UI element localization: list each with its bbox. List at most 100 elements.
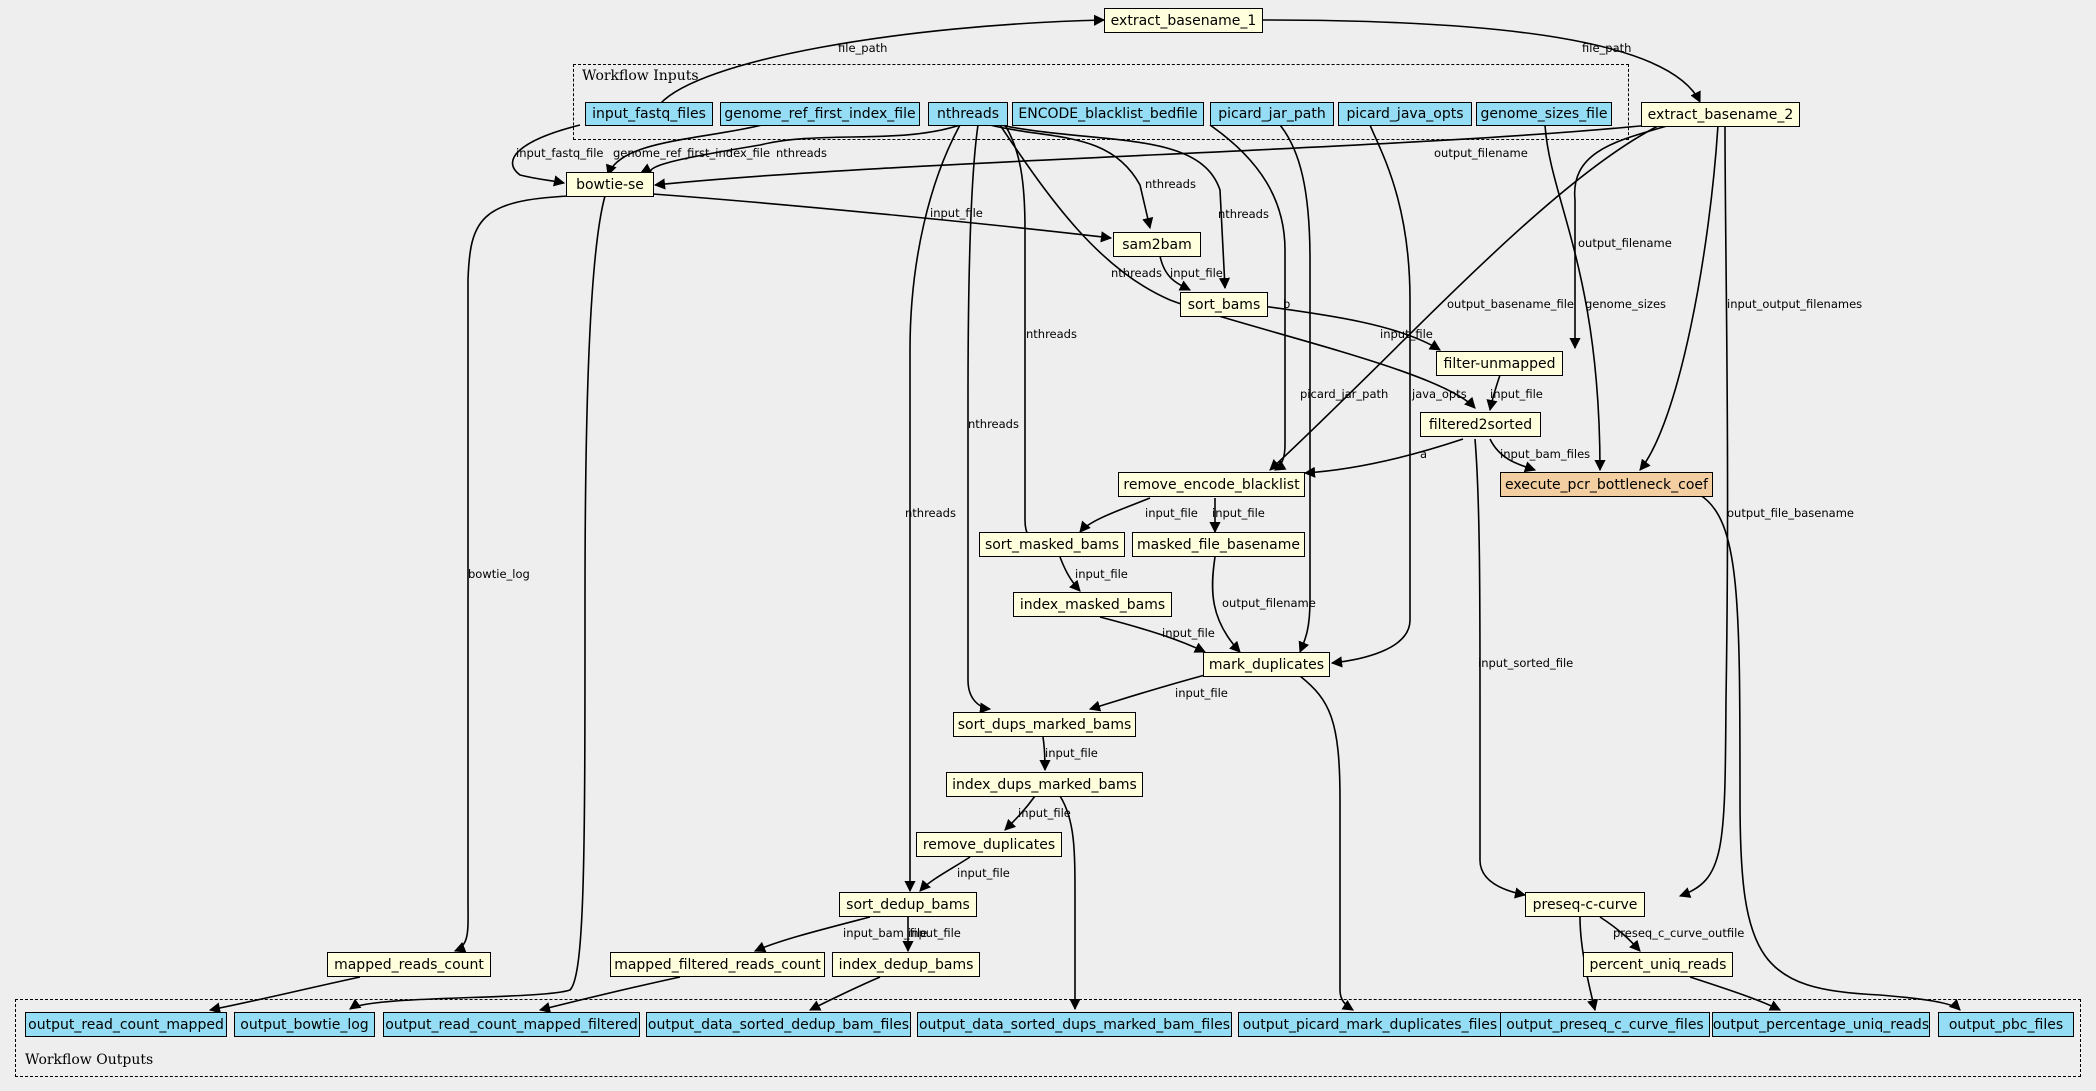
index-dups-marked-bams-node[interactable]: index_dups_marked_bams xyxy=(946,772,1143,797)
edge-label: input_file xyxy=(1145,506,1198,520)
edge-label: bowtie_log xyxy=(468,567,530,581)
edge-label: nthreads xyxy=(905,506,956,520)
mapped-filtered-reads-count-node[interactable]: mapped_filtered_reads_count xyxy=(610,952,825,977)
edge-nthreads-to-filtered2sorted xyxy=(999,124,1476,409)
edge-nthreads-to-sortbams xyxy=(999,124,1231,290)
extract-basename-2-node[interactable]: extract_basename_2 xyxy=(1641,102,1800,127)
workflow-inputs-cluster xyxy=(573,64,1629,140)
edge-nthreads-to-sortdups xyxy=(967,124,992,714)
edge-label-group: file_path file_path input_fastq_file gen… xyxy=(468,41,1862,940)
edge-extract2-to-pcr xyxy=(1639,124,1719,471)
edge-label: input_file xyxy=(1175,686,1228,700)
edge-label: nthreads xyxy=(1218,207,1269,221)
edge-bowtie-to-mapped-count xyxy=(453,195,571,953)
index-masked-bams-node[interactable]: index_masked_bams xyxy=(1013,592,1172,617)
edge-filtered2sorted-to-pcr xyxy=(1489,438,1537,473)
preseq-c-curve-node[interactable]: preseq-c-curve xyxy=(1525,892,1645,917)
edge-label: nthreads xyxy=(1145,177,1196,191)
edge-filtered2sorted-to-blacklist xyxy=(1303,438,1464,478)
edge-label: b xyxy=(1283,297,1290,311)
edge-filter-to-filtered2sorted xyxy=(1486,374,1501,412)
edge-picardjar-to-markdups xyxy=(1279,124,1311,654)
edge-nthreads-to-sam2bam xyxy=(989,124,1154,230)
picard-java-opts-node[interactable]: picard_java_opts xyxy=(1338,102,1472,126)
input-fastq-files-node[interactable]: input_fastq_files xyxy=(585,102,713,126)
edge-label: input_file xyxy=(1162,626,1215,640)
execute-pcr-bottleneck-coef-node[interactable]: execute_pcr_bottleneck_coef xyxy=(1500,472,1713,497)
index-dedup-bams-node[interactable]: index_dedup_bams xyxy=(832,952,980,977)
output-bowtie-log-node[interactable]: output_bowtie_log xyxy=(234,1012,375,1037)
edge-encode-to-blacklist xyxy=(1209,124,1287,471)
edge-bowtie-to-sam2bam xyxy=(652,193,1113,243)
sort-dups-marked-bams-node[interactable]: sort_dups_marked_bams xyxy=(953,712,1136,737)
edge-extract2-to-bowtie xyxy=(653,124,1651,190)
edge-removedups-to-sortdedup xyxy=(919,856,971,892)
edge-markdups-to-sortdups xyxy=(1088,674,1206,712)
edge-label: input_output_filenames xyxy=(1727,297,1862,311)
edge-label: input_file xyxy=(1212,506,1265,520)
mapped-reads-count-node[interactable]: mapped_reads_count xyxy=(327,952,491,977)
edge-blacklist-to-sortmasked xyxy=(1079,497,1151,533)
output-percentage-uniq-reads-node[interactable]: output_percentage_uniq_reads xyxy=(1712,1012,1930,1037)
edge-bowtie-to-bowtie-log xyxy=(349,195,606,1010)
masked-file-basename-node[interactable]: masked_file_basename xyxy=(1132,532,1305,557)
edge-label: nthreads xyxy=(1111,266,1162,280)
edge-label: a xyxy=(1420,447,1427,461)
edge-label: java_opts xyxy=(1411,387,1467,401)
sort-dedup-bams-node[interactable]: sort_dedup_bams xyxy=(839,892,977,917)
percent-uniq-reads-node[interactable]: percent_uniq_reads xyxy=(1583,952,1733,977)
sort-masked-bams-node[interactable]: sort_masked_bams xyxy=(979,532,1125,557)
edge-label: input_file xyxy=(1170,266,1223,280)
edge-label: nthreads xyxy=(776,146,827,160)
edge-indexdups-to-dupsout xyxy=(1059,795,1081,1011)
output-read-count-mapped-node[interactable]: output_read_count_mapped xyxy=(25,1012,227,1037)
extract-basename-1-node[interactable]: extract_basename_1 xyxy=(1104,8,1263,33)
edge-label: output_filename xyxy=(1222,596,1316,610)
remove-duplicates-node[interactable]: remove_duplicates xyxy=(916,832,1062,857)
picard-jar-path-node[interactable]: picard_jar_path xyxy=(1210,102,1334,126)
edge-label: nthreads xyxy=(1026,327,1077,341)
sort-bams-node[interactable]: sort_bams xyxy=(1180,292,1268,317)
bowtie-se-node[interactable]: bowtie-se xyxy=(566,172,654,197)
genome-ref-first-index-file-node[interactable]: genome_ref_first_index_file xyxy=(720,102,920,126)
output-picard-mark-duplicates-files-node[interactable]: output_picard_mark_duplicates_files xyxy=(1238,1012,1502,1037)
edge-label: input_file xyxy=(930,206,983,220)
edge-label: genome_ref_first_index_file xyxy=(613,146,770,160)
edge-label: output_file_basename xyxy=(1727,506,1854,520)
edge-indexdups-to-removedups xyxy=(1004,795,1036,831)
sam2bam-node[interactable]: sam2bam xyxy=(1113,232,1201,257)
output-data-sorted-dedup-bam-files-node[interactable]: output_data_sorted_dedup_bam_files xyxy=(646,1012,911,1037)
edge-percentuniq-to-out xyxy=(1689,976,1782,1011)
edge-mappedcount-to-out xyxy=(208,976,361,1014)
edge-label: picard_jar_path xyxy=(1300,387,1388,401)
edge-label: input_file xyxy=(1490,387,1543,401)
edge-label: file_path xyxy=(1582,41,1631,55)
edge-indexdedup-to-dedupout xyxy=(808,976,881,1011)
edge-sam2bam-to-sortbams xyxy=(1159,255,1192,291)
encode-blacklist-bedfile-node[interactable]: ENCODE_blacklist_bedfile xyxy=(1012,102,1204,126)
remove-encode-blacklist-node[interactable]: remove_encode_blacklist xyxy=(1118,472,1305,497)
edge-label: input_file xyxy=(957,866,1010,880)
edge-markdups-to-picardout xyxy=(1299,675,1354,1011)
workflow-outputs-label: Workflow Outputs xyxy=(25,1052,154,1068)
filter-unmapped-node[interactable]: filter-unmapped xyxy=(1436,351,1563,376)
edge-label: input_sorted_file xyxy=(1478,656,1573,670)
edge-label: input_file xyxy=(908,926,961,940)
edge-label: input_file xyxy=(1075,567,1128,581)
edge-label: input_bam_files xyxy=(1500,447,1590,461)
genome-sizes-file-node[interactable]: genome_sizes_file xyxy=(1476,102,1612,126)
output-preseq-c-curve-files-node[interactable]: output_preseq_c_curve_files xyxy=(1500,1012,1710,1037)
output-pbc-files-node[interactable]: output_pbc_files xyxy=(1938,1012,2074,1037)
output-data-sorted-dups-marked-bam-files-node[interactable]: output_data_sorted_dups_marked_bam_files xyxy=(917,1012,1232,1037)
output-read-count-mapped-filtered-node[interactable]: output_read_count_mapped_filtered xyxy=(383,1012,640,1037)
edge-label: output_filename xyxy=(1578,236,1672,250)
nthreads-node[interactable]: nthreads xyxy=(928,102,1008,126)
mark-duplicates-node[interactable]: mark_duplicates xyxy=(1203,652,1330,677)
filtered2sorted-node[interactable]: filtered2sorted xyxy=(1420,412,1541,437)
edge-label: input_fastq_file xyxy=(516,146,604,160)
edge-fastq-to-bowtie xyxy=(511,124,581,187)
edge-indexmasked-to-markdups xyxy=(1099,616,1207,653)
edge-preseq-to-percentuniq xyxy=(1599,916,1641,952)
edge-label: preseq_c_curve_outfile xyxy=(1613,926,1744,940)
